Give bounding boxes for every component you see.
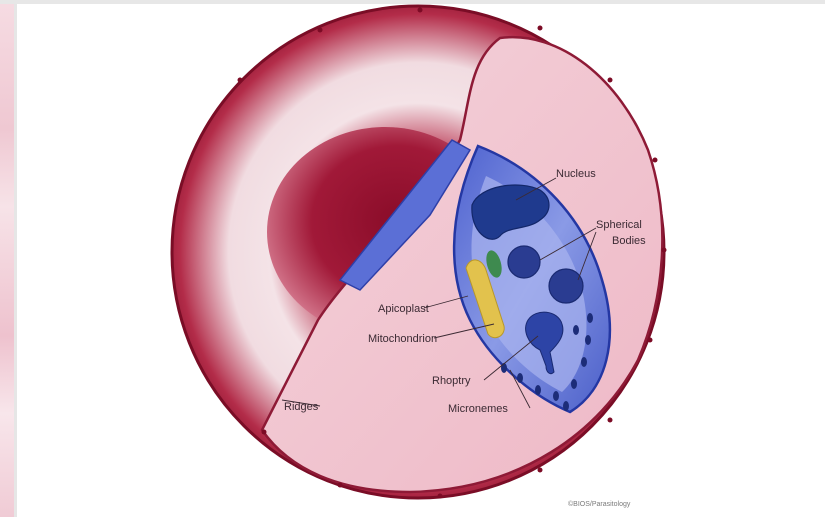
label-apicoplast: Apicoplast	[378, 303, 429, 315]
label-rhoptry: Rhoptry	[432, 375, 471, 387]
spherical-body-2	[549, 269, 583, 303]
label-spherical-bodies-1: Spherical	[596, 219, 642, 231]
label-mitochondrion: Mitochondrion	[368, 333, 437, 345]
spherical-body-1	[508, 246, 540, 278]
label-ridges: Ridges	[284, 401, 319, 413]
label-micronemes: Micronemes	[448, 403, 508, 415]
label-spherical-bodies-2: Bodies	[612, 235, 646, 247]
image-credit: ©BIOS/Parasitology	[568, 500, 631, 508]
label-nucleus: Nucleus	[556, 168, 596, 180]
